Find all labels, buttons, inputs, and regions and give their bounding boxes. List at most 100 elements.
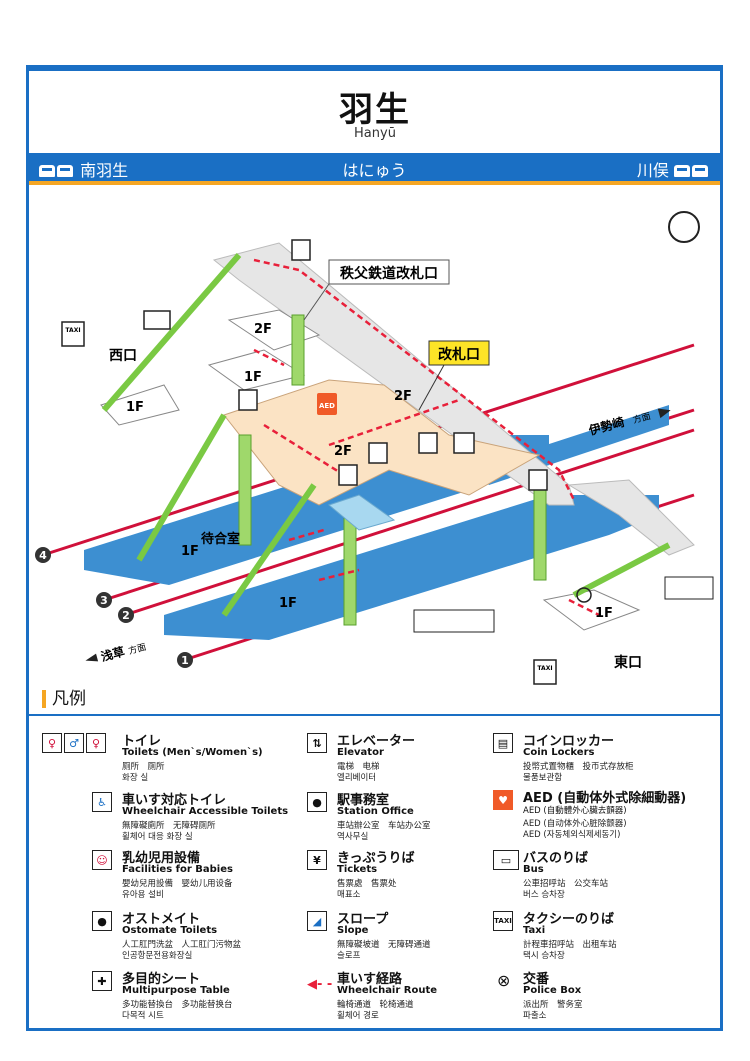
- station-hiragana: はにゅう: [342, 161, 407, 180]
- stair-platform-4: [136, 413, 227, 562]
- wheelchair-icon: ♿: [92, 792, 112, 812]
- elevator-icon: ⇅: [307, 733, 327, 753]
- track-2: [124, 428, 695, 617]
- legend-title: 凡例: [42, 690, 86, 708]
- station-map: 秩父鉄道改札口 改札口 西口 東口 待合室 2F 1F 1F 2F 2F 1F …: [35, 211, 714, 685]
- taxi-icon-label-east: TAXI: [537, 665, 552, 672]
- east-exit-label: 東口: [614, 654, 642, 671]
- taxi-icon: [61, 321, 85, 347]
- chichibu-gate-label: 秩父鉄道改札口: [340, 265, 438, 282]
- elevator-icon: [528, 469, 548, 491]
- station-romaji: Hanyū: [354, 126, 396, 141]
- route-arrow-icon: ◀‑ ‑: [307, 977, 333, 992]
- stairs: [101, 253, 671, 617]
- floor-1f-platform-4: 1F: [181, 544, 199, 559]
- train-icon: [57, 165, 73, 177]
- wheelchair-route: [253, 258, 600, 617]
- bus-icon: ▭: [493, 850, 519, 870]
- toilet-men-icon: ♂: [64, 733, 84, 753]
- aed-icon-label: AED: [319, 402, 335, 410]
- station-office-icon: [418, 432, 438, 454]
- toilet-women-icon: ♀: [86, 733, 106, 753]
- floor-2f-concourse: 2F: [334, 444, 352, 459]
- columns: [238, 314, 547, 626]
- multipurpose-table-icon: ✚: [92, 971, 112, 991]
- west-exit-label: 西口: [109, 348, 137, 364]
- legend-aed: ♥ AED (自動体外式除細動器)AED (自動體外心臟去顫器)AED (自动体…: [493, 790, 713, 850]
- waiting-room-label: 待合室: [200, 531, 240, 547]
- police-box-icon: [576, 587, 592, 603]
- stair-platform-2: [221, 483, 317, 617]
- ostomate-icon: ●: [92, 911, 112, 931]
- floor-1f-west-upper: 1F: [244, 370, 262, 385]
- tickets-icon: ¥: [307, 850, 327, 870]
- track-badge-1: 1: [181, 654, 189, 667]
- taxi-icon-label-west: TAXI: [65, 327, 80, 334]
- station-office-icon: ●: [307, 792, 327, 812]
- tickets-icon: [453, 432, 475, 454]
- train-icon: [692, 165, 708, 177]
- floor-2f-gate: 2F: [394, 389, 412, 404]
- platform-toilet-icons: [413, 609, 495, 633]
- elevator-icon: [238, 389, 258, 411]
- baby-icon: ☺: [92, 850, 112, 870]
- prev-station[interactable]: 南羽生: [39, 157, 128, 181]
- stair-west-upper: [101, 253, 242, 412]
- track-badge-3: 3: [100, 594, 108, 607]
- legend-divider: [29, 714, 720, 716]
- line-bar: 南羽生 はにゅう 川俣: [29, 153, 720, 185]
- prev-station-label: 南羽生: [80, 161, 129, 180]
- bus-icon: [143, 310, 171, 330]
- east-walkway: [567, 479, 695, 556]
- aed-icon: ♥: [493, 790, 513, 810]
- stair-east: [572, 542, 671, 598]
- direction-asakusa-label: 浅草: [99, 644, 126, 665]
- slope-icon: ◢: [307, 911, 327, 931]
- next-station-label: 川俣: [636, 161, 669, 180]
- next-station[interactable]: 川俣: [637, 157, 710, 181]
- track-badge-4: 4: [39, 549, 47, 562]
- upper-walkway: [212, 242, 575, 506]
- facility-icons: AED TAXI TAXI: [61, 211, 714, 685]
- coin-locker-icon: [368, 442, 388, 464]
- main-gate-label: 改札口: [438, 346, 480, 363]
- floor-1f-east: 1F: [595, 606, 613, 621]
- slope-area: [327, 494, 396, 531]
- toilet-all-icon: ♀: [42, 733, 62, 753]
- elevator-icon: [291, 239, 311, 261]
- police-box-icon: ⊗: [497, 971, 511, 990]
- track-badges: 1 2 3 4: [35, 547, 193, 668]
- compass-icon: [668, 211, 700, 243]
- elevator-icon: [338, 464, 358, 486]
- floor-1f-west-lower: 1F: [126, 400, 144, 415]
- direction-asakusa-suffix: 方面: [127, 641, 148, 657]
- station-title: 羽生: [339, 90, 411, 130]
- taxi-icon: TAXI: [493, 911, 513, 931]
- east-toilet-icons: [664, 576, 714, 600]
- west-1f-lower: [100, 384, 180, 426]
- track-badge-2: 2: [122, 609, 130, 622]
- direction-asakusa: 浅草 方面: [85, 641, 148, 665]
- taxi-icon: [533, 659, 557, 685]
- floor-2f-west: 2F: [254, 322, 272, 337]
- floor-1f-platform-1: 1F: [279, 596, 297, 611]
- train-icon: [674, 165, 690, 177]
- callouts: 秩父鉄道改札口 改札口: [303, 259, 490, 411]
- coin-locker-icon: ▤: [493, 733, 513, 753]
- train-icon: [39, 165, 55, 177]
- aed-icon: [317, 393, 337, 415]
